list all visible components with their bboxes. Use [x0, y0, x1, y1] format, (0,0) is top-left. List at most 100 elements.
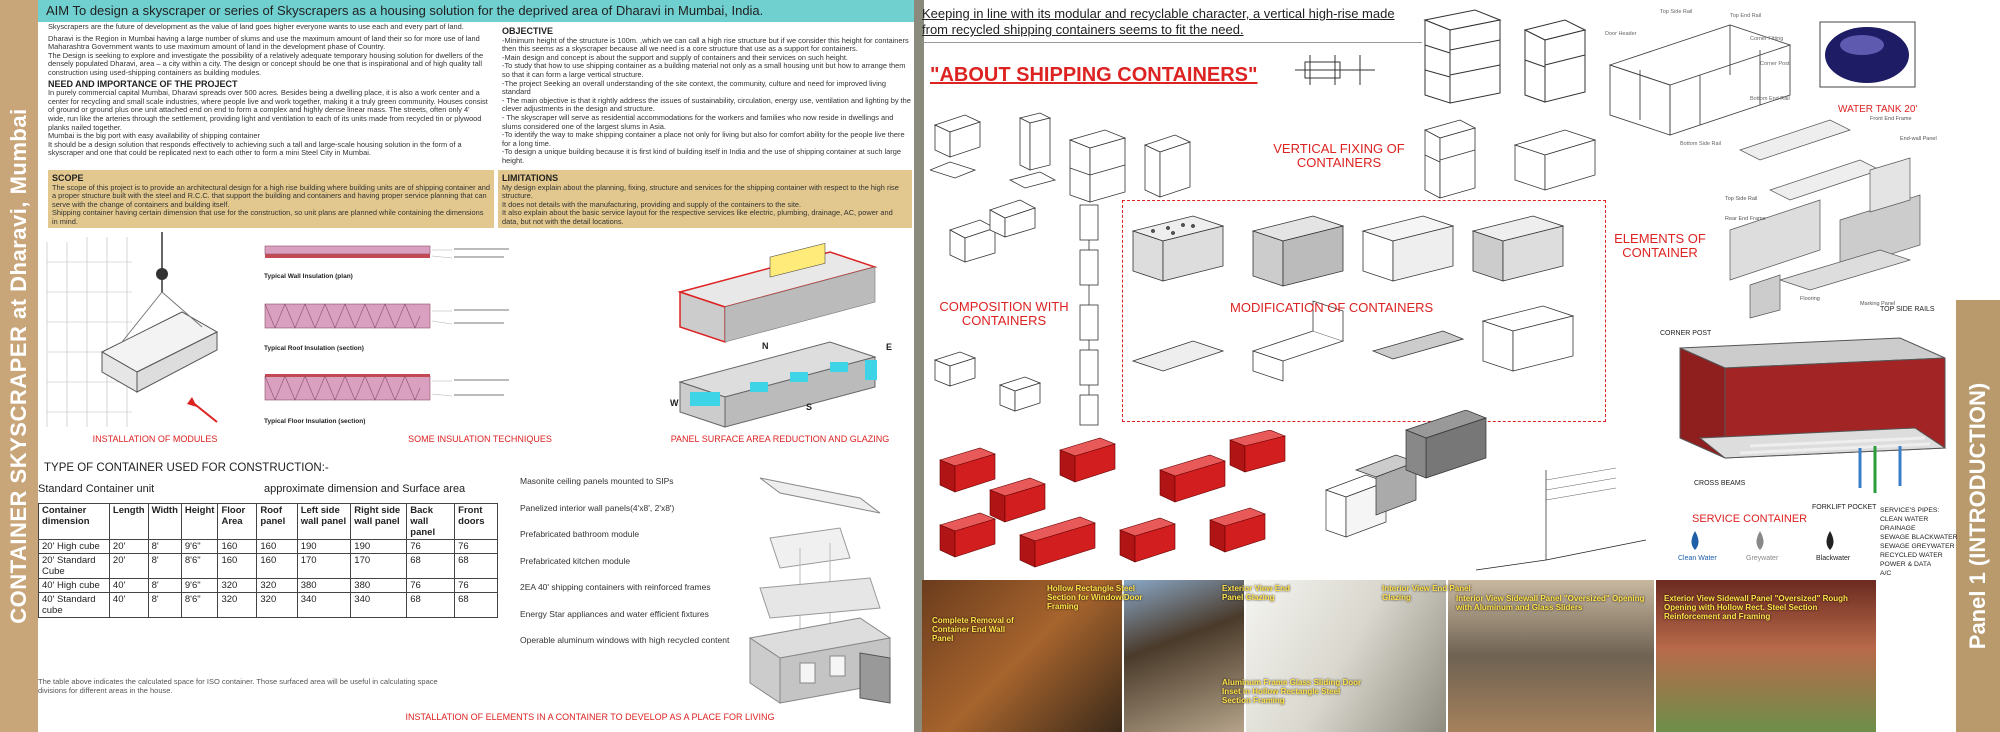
table-header-cell: Right side wall panel: [350, 503, 408, 540]
intro-text: Skyscrapers are the future of developmen…: [48, 23, 488, 178]
table-cell: 20' High cube: [38, 539, 110, 554]
service-pipe-item: CLEAN WATER: [1880, 516, 1929, 523]
photo-caption-1: Complete Removal of Container End Wall P…: [932, 616, 1014, 643]
objective-section: OBJECTIVE -Minimum height of the structu…: [502, 25, 912, 165]
table-cell: 190: [350, 539, 408, 554]
water-tank-label: WATER TANK 20': [1838, 104, 1918, 115]
intro-quote: Keeping in line with its modular and rec…: [922, 6, 1395, 37]
need-text: In purely commercial capital Mumbai, Dha…: [48, 88, 488, 132]
svg-text:Top Side Rail: Top Side Rail: [1660, 9, 1692, 15]
table-cell: 320: [256, 578, 298, 593]
photo-caption-7: Exterior View Sidewall Panel "Oversized"…: [1664, 594, 1848, 621]
element-item: Energy Star appliances and water efficie…: [520, 608, 709, 619]
caption-living: INSTALLATION OF ELEMENTS IN A CONTAINER …: [405, 712, 775, 722]
container-exploded-illustration: [740, 468, 910, 718]
photo-caption-5: Interior View End Panel Glazing: [1382, 584, 1471, 602]
left-title-strip: CONTAINER SKYSCRAPER at Dharavi, Mumbai: [0, 0, 38, 732]
water-label-clean: Clean Water: [1678, 555, 1717, 562]
element-item: Panelized interior wall panels(4'x8', 2'…: [520, 502, 675, 513]
orientation-w: W: [670, 398, 679, 408]
table-cell: 160: [256, 539, 298, 554]
table-cell: 68: [406, 592, 456, 618]
objective-item: -Main design and concept is about the su…: [502, 52, 848, 62]
stacked-modules-drawing: [1420, 5, 1505, 105]
table-cell: 40': [108, 592, 149, 618]
table-cell: 8': [147, 539, 182, 554]
intro-p1: Skyscrapers are the future of developmen…: [48, 23, 464, 31]
svg-text:Corner Post: Corner Post: [1760, 61, 1790, 67]
table-cell: 8': [147, 592, 182, 618]
right-title: Panel 1 (INTRODUCTION): [1965, 382, 1990, 650]
modules-illustration: [42, 232, 232, 432]
frame-modules-drawing: [1520, 10, 1590, 105]
vertical-fixing-label: VERTICAL FIXING OF CONTAINERS: [1273, 141, 1405, 170]
modification-box: [1122, 200, 1606, 422]
table-cell: 160: [217, 553, 258, 579]
service-pipes-title: SERVICE'S PIPES:: [1880, 507, 1940, 514]
grey-container-stack: [1316, 409, 1656, 575]
scope-title: SCOPE: [52, 173, 84, 183]
vertical-fixing-drawings: [1065, 120, 1275, 240]
elements-label: ELEMENTS OF CONTAINER: [1614, 231, 1706, 260]
frame-detail-drawings: [1415, 110, 1615, 210]
table-cell: 40': [108, 578, 149, 593]
limitations-text-3: It also explain about the basic service …: [502, 208, 893, 226]
table-cell: 68: [454, 553, 498, 579]
table-cell: 320: [256, 592, 298, 618]
table-header-cell: Width: [147, 503, 182, 540]
objective-item: -Minimum height of the structure is 100m…: [502, 35, 909, 54]
table-cell: 76: [454, 539, 498, 554]
composition-drawings: [928, 110, 1080, 300]
service-container-drawing: [1660, 328, 1950, 508]
svg-text:Top End Rail: Top End Rail: [1730, 13, 1761, 19]
svg-text:Rear End Frame: Rear End Frame: [1725, 216, 1766, 222]
container-types-sub-left: Standard Container unit: [38, 483, 155, 495]
photo-interior-sidewall: [1448, 580, 1654, 732]
table-cell: 76: [406, 539, 456, 554]
need-title: NEED AND IMPORTANCE OF THE PROJECT: [48, 78, 238, 89]
red-containers-composition: [930, 429, 1310, 575]
table-header-cell: Left side wall panel: [296, 503, 352, 540]
element-item: Prefabricated bathroom module: [520, 529, 640, 539]
orientation-e: E: [886, 342, 893, 352]
right-title-strip: Panel 1 (INTRODUCTION): [1956, 300, 2000, 732]
photo-strip: Complete Removal of Container End Wall P…: [922, 580, 1956, 732]
objective-list: -Minimum height of the structure is 100m…: [502, 35, 912, 165]
objective-title: OBJECTIVE: [502, 26, 554, 36]
about-title: "ABOUT SHIPPING CONTAINERS": [930, 64, 1258, 86]
svg-text:Front End Frame: Front End Frame: [1870, 116, 1912, 122]
photo-interior-end: [1246, 580, 1446, 732]
photo-caption-3: Exterior View End Panel Glazing: [1222, 584, 1290, 602]
service-pipe-item: A/C: [1880, 570, 1892, 577]
caption-insulation: SOME INSULATION TECHNIQUES: [408, 434, 552, 444]
photo-caption-2: Hollow Rectangle Steel Section for Windo…: [1047, 584, 1143, 611]
photo-exterior-sidewall: [1656, 580, 1876, 732]
insulation-label-roof: Typical Roof Insulation (section): [264, 345, 364, 352]
table-cell: 170: [296, 553, 352, 579]
table-cell: 76: [406, 578, 456, 593]
limitations-section: LIMITATIONS My design explain about the …: [498, 170, 912, 228]
orientation-n: N: [762, 341, 769, 351]
service-pipe-item: RECYCLED WATER: [1880, 552, 1943, 559]
table-cell: 9'6": [180, 539, 219, 554]
table-cell: 160: [217, 539, 258, 554]
table-cell: 340: [350, 592, 408, 618]
table-cell: 320: [217, 578, 258, 593]
photo-caption-6: Interior View Sidewall Panel "Oversized"…: [1456, 594, 1645, 612]
orientation-s: S: [806, 402, 813, 412]
caption-panel: PANEL SURFACE AREA REDUCTION AND GLAZING: [670, 434, 890, 444]
table-header-cell: Back wall panel: [406, 503, 456, 540]
photo-end-wall: [922, 580, 1122, 732]
table-cell: 380: [350, 578, 408, 593]
table-note: The table above indicates the calculated…: [38, 677, 438, 695]
insulation-diagrams: Typical Wall Insulation (plan) Typical R…: [262, 236, 522, 432]
need-text-3: It should be a design solution that resp…: [48, 139, 462, 158]
water-label-grey: Greywater: [1746, 555, 1779, 562]
table-cell: 76: [454, 578, 498, 593]
service-container-label: SERVICE CONTAINER: [1692, 513, 1808, 525]
